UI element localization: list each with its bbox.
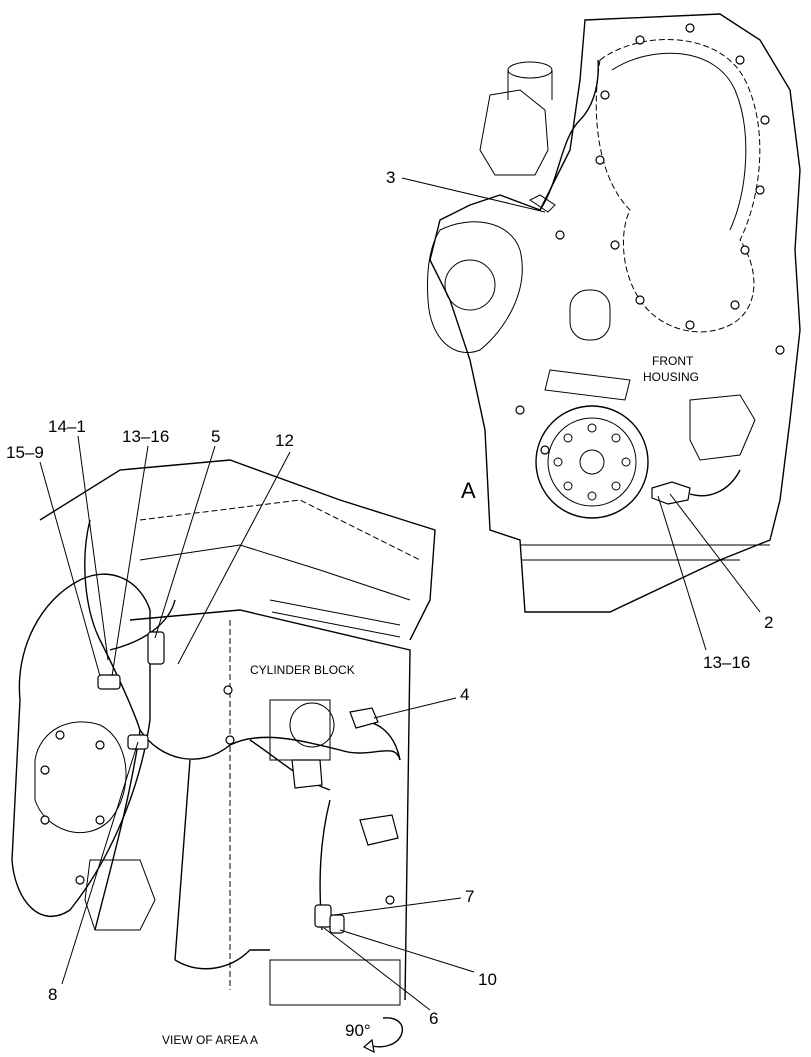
callout-7-label: 7 xyxy=(465,887,474,906)
front-housing-label-line2: HOUSING xyxy=(643,370,699,384)
callout-15-9-label: 15–9 xyxy=(6,443,44,462)
callout-7: 7 xyxy=(333,887,474,916)
view-caption: VIEW OF AREA A xyxy=(162,1033,258,1047)
callout-2-label: 2 xyxy=(764,613,773,632)
callout-10-label: 10 xyxy=(478,970,497,989)
callout-13-16-left-label: 13–16 xyxy=(122,427,169,446)
rotation-arrowhead-icon xyxy=(362,1038,375,1054)
callout-13-16-right: 13–16 xyxy=(657,495,750,672)
callout-13-16-left: 13–16 xyxy=(111,427,169,677)
callout-3-label: 3 xyxy=(386,168,395,187)
callout-8: 8 xyxy=(48,741,139,1004)
gear-housing-bolts xyxy=(40,685,395,905)
callout-5: 5 xyxy=(154,427,220,639)
front-housing-label-line1: FRONT xyxy=(652,354,694,368)
rotation-label: 90° xyxy=(345,1021,371,1040)
callout-4: 4 xyxy=(373,685,469,719)
callout-4-label: 4 xyxy=(460,685,469,704)
engine-side-view xyxy=(11,459,436,1006)
view-letter: A xyxy=(461,478,476,503)
rotation-indicator: 90° xyxy=(345,1017,403,1054)
callout-12-label: 12 xyxy=(275,431,294,450)
callout-5-label: 5 xyxy=(211,427,220,446)
callout-14-1-label: 14–1 xyxy=(48,417,86,436)
callout-10: 10 xyxy=(339,929,497,989)
callout-14-1: 14–1 xyxy=(48,417,109,661)
damper-holes xyxy=(553,423,631,501)
cylinder-block-label: CYLINDER BLOCK xyxy=(250,663,355,677)
callout-13-16-right-label: 13–16 xyxy=(703,653,750,672)
callout-15-9: 15–9 xyxy=(6,443,101,677)
callout-12: 12 xyxy=(177,431,294,665)
callout-6-label: 6 xyxy=(429,1009,438,1028)
front-housing-view xyxy=(427,13,801,613)
callout-8-label: 8 xyxy=(48,985,57,1004)
rotation-arrow-icon xyxy=(371,1017,403,1048)
callout-3: 3 xyxy=(386,168,546,213)
cover-bolts xyxy=(515,23,785,455)
callout-2: 2 xyxy=(669,493,773,632)
callout-6: 6 xyxy=(323,927,438,1028)
